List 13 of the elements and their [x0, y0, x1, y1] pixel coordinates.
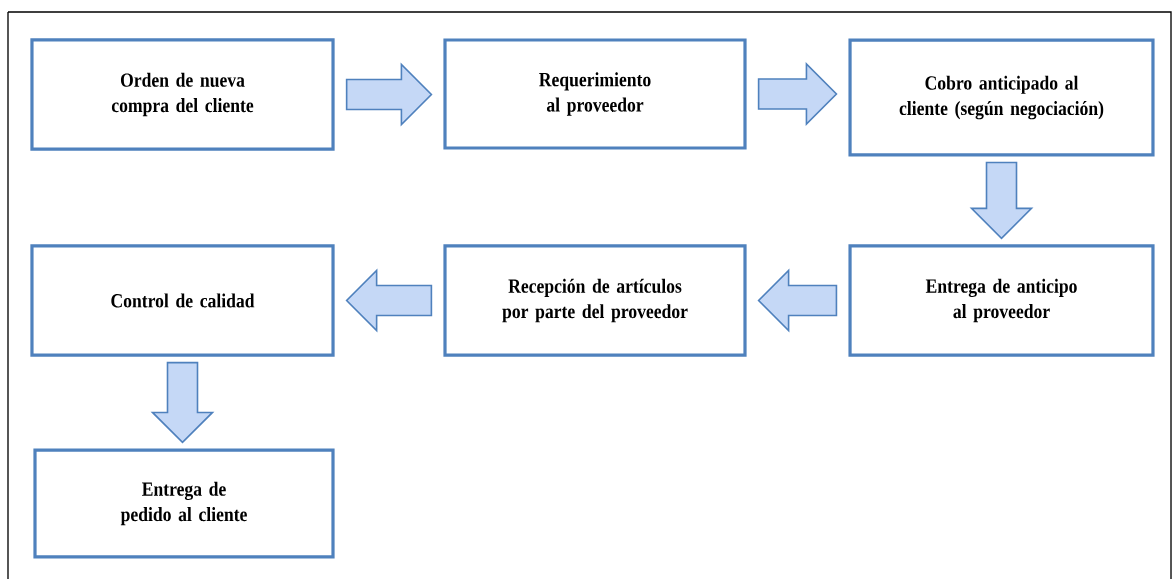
block-arrow — [345, 62, 433, 127]
process-box: Entrega de pedido al cliente — [33, 448, 335, 559]
block-arrow — [150, 361, 215, 444]
process-box: Control de calidad — [30, 244, 335, 357]
process-box: Entrega de anticipo al proveedor — [848, 244, 1155, 357]
process-box: Requerimiento al proveedor — [443, 38, 747, 150]
process-box: Orden de nueva compra del cliente — [30, 38, 335, 151]
process-box: Recepción de artículos por parte del proveedor — [443, 244, 747, 357]
block-arrow — [969, 161, 1034, 240]
block-arrow — [757, 268, 838, 333]
block-arrow — [345, 268, 433, 333]
process-box: Cobro anticipado al cliente (según negociación) — [848, 38, 1155, 157]
block-arrow — [757, 62, 838, 126]
